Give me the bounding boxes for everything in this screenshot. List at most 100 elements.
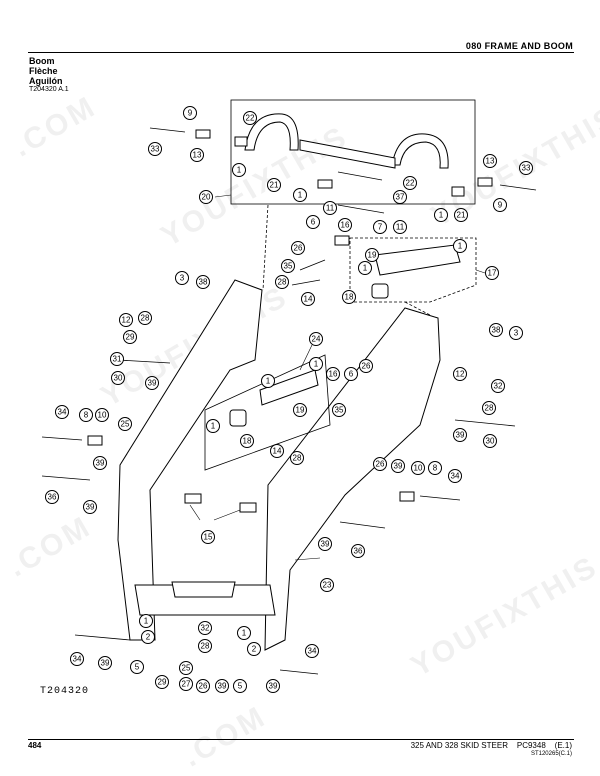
svg-text:38: 38	[199, 278, 208, 287]
bolt-34-bottom	[74, 634, 131, 641]
link-detail-box	[230, 99, 476, 205]
svg-text:21: 21	[457, 211, 466, 220]
bracket-inner	[259, 369, 319, 406]
callout-39: 39	[318, 537, 332, 551]
bushing-10-left	[87, 435, 103, 446]
svg-text:34: 34	[73, 655, 82, 664]
diagram-id-label: T204320	[40, 686, 90, 697]
callout-15: 15	[201, 530, 215, 544]
callout-3: 3	[509, 326, 523, 340]
svg-text:13: 13	[193, 151, 202, 160]
svg-text:25: 25	[121, 420, 130, 429]
svg-text:6: 6	[311, 218, 316, 227]
callout-16: 16	[338, 218, 352, 232]
title-french: Flèche	[29, 66, 58, 76]
bolt-36-right	[339, 521, 386, 529]
svg-text:6: 6	[349, 370, 354, 379]
callout-28: 28	[138, 311, 152, 325]
svg-text:25: 25	[182, 664, 191, 673]
callout-28: 28	[275, 275, 289, 289]
svg-text:26: 26	[362, 362, 371, 371]
svg-text:10: 10	[98, 411, 107, 420]
svg-text:39: 39	[321, 540, 330, 549]
callout-1: 1	[358, 261, 372, 275]
bushing-left	[195, 129, 211, 139]
callout-1: 1	[453, 239, 467, 253]
bushing-10-right	[399, 491, 415, 502]
svg-text:16: 16	[329, 370, 338, 379]
bracket	[374, 244, 461, 276]
svg-text:1: 1	[144, 617, 149, 626]
block-inner	[229, 409, 247, 427]
pin-16	[334, 235, 350, 246]
pin	[317, 179, 333, 189]
page-number: 484	[28, 741, 42, 750]
callout-17: 17	[485, 266, 499, 280]
assembly-line	[262, 204, 269, 291]
callout-1: 1	[261, 374, 275, 388]
link-right	[391, 133, 449, 169]
block	[371, 283, 389, 299]
callout-39: 39	[93, 456, 107, 470]
callout-11: 11	[393, 220, 407, 234]
svg-text:12: 12	[456, 370, 465, 379]
svg-text:36: 36	[48, 493, 57, 502]
footer-code: ST120265(C.1)	[530, 751, 572, 757]
callout-22: 22	[403, 176, 417, 190]
callout-2: 2	[247, 642, 261, 656]
callout-25: 25	[179, 661, 193, 675]
svg-text:8: 8	[84, 411, 89, 420]
leader-15b	[213, 509, 241, 521]
svg-text:29: 29	[158, 678, 167, 687]
inner-detail-box	[204, 354, 331, 471]
svg-text:30: 30	[114, 374, 123, 383]
svg-text:28: 28	[201, 642, 210, 651]
title-spanish: Aguilón	[29, 76, 63, 86]
svg-text:1: 1	[439, 211, 444, 220]
callout-11: 11	[323, 201, 337, 215]
leader-20	[214, 194, 232, 198]
bushing-15	[239, 502, 257, 513]
callout-38: 38	[489, 323, 503, 337]
callout-34: 34	[55, 405, 69, 419]
callout-28: 28	[198, 639, 212, 653]
svg-text:35: 35	[335, 406, 344, 415]
svg-text:1: 1	[237, 166, 242, 175]
callout-29: 29	[155, 675, 169, 689]
callout-1: 1	[293, 188, 307, 202]
callout-28: 28	[482, 401, 496, 415]
callout-22: 22	[243, 111, 257, 125]
callout-5: 5	[233, 679, 247, 693]
callout-1: 1	[434, 208, 448, 222]
boom-arm-right	[264, 307, 441, 651]
leader-15	[189, 504, 201, 521]
svg-text:32: 32	[201, 624, 210, 633]
section-title: 080 FRAME AND BOOM	[465, 41, 573, 51]
svg-text:26: 26	[376, 460, 385, 469]
svg-text:1: 1	[363, 264, 368, 273]
svg-text:26: 26	[199, 682, 208, 691]
callout-24: 24	[309, 332, 323, 346]
svg-text:39: 39	[101, 659, 110, 668]
callout-21: 21	[267, 178, 281, 192]
callout-30: 30	[483, 434, 497, 448]
callout-34: 34	[448, 469, 462, 483]
callout-13: 13	[190, 148, 204, 162]
pin-35	[299, 259, 326, 271]
svg-text:3: 3	[180, 274, 185, 283]
callout-34: 34	[70, 652, 84, 666]
svg-text:21: 21	[270, 181, 279, 190]
svg-text:18: 18	[345, 293, 354, 302]
callout-39: 39	[453, 428, 467, 442]
callout-14: 14	[270, 444, 284, 458]
callout-27: 27	[179, 677, 193, 691]
callout-5: 5	[130, 660, 144, 674]
step-plate	[171, 581, 236, 598]
callout-3: 3	[175, 271, 189, 285]
svg-text:1: 1	[314, 360, 319, 369]
callout-26: 26	[196, 679, 210, 693]
callout-33: 33	[148, 142, 162, 156]
svg-text:8: 8	[433, 464, 438, 473]
svg-text:19: 19	[296, 406, 305, 415]
